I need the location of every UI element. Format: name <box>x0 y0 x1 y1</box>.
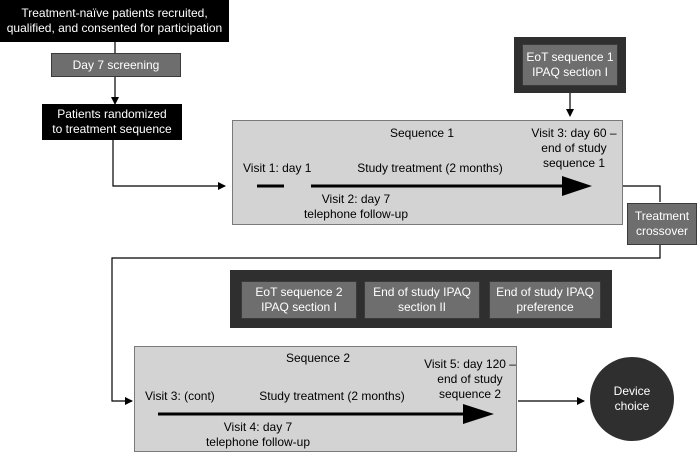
ipaq-preference-line-1: End of study IPAQ <box>496 285 594 299</box>
visit2-line-1: Visit 2: day 7 <box>321 192 391 206</box>
visit3-line-2: end of study <box>541 141 607 155</box>
screening-box: Day 7 screening <box>51 53 181 77</box>
sequence2-title: Sequence 2 <box>285 351 351 365</box>
randomization-line-1: Patients randomized <box>57 107 167 121</box>
device-choice-line-1: Device <box>613 384 651 398</box>
randomization-line-2: to treatment sequence <box>52 122 172 136</box>
crossover-line-2: crossover <box>635 224 688 238</box>
device-choice-line-2: choice <box>614 399 650 413</box>
ipaq-section2-line-2: section II <box>397 300 447 314</box>
visit5-line-1: Visit 5: day 120 – <box>424 357 516 371</box>
visit3-line-3: sequence 1 <box>542 156 606 170</box>
recruitment-line-2: qualified, and consented for participati… <box>6 21 223 35</box>
visit4-line-1: Visit 4: day 7 <box>223 420 293 434</box>
arrow-randomized-sequence1 <box>112 140 226 190</box>
ipaq-box-preference: End of study IPAQ preference <box>489 281 601 319</box>
ipaq-box-section2: End of study IPAQ section II <box>364 281 480 319</box>
visit5-line-2: end of study <box>437 372 503 386</box>
visit1-label: Visit 1: day 1 <box>243 161 312 175</box>
visit4-label: Visit 4: day 7 telephone follow-up <box>198 420 318 450</box>
randomization-box: Patients randomized to treatment sequenc… <box>42 104 182 140</box>
sequence2-treatment-label: Study treatment (2 months) <box>259 389 405 403</box>
ipaq-preference-line-2: preference <box>516 300 574 314</box>
connector-sequence1-crossover <box>622 185 661 202</box>
sequence1-treatment-arrowhead <box>562 176 592 196</box>
ipaq-eot2-line-2: IPAQ section I <box>261 300 337 314</box>
recruitment-line-1: Treatment-naïve patients recruited, <box>21 6 208 20</box>
visit3-label: Visit 3: day 60 – end of study sequence … <box>524 126 624 171</box>
ipaq-eot2-line-1: EoT sequence 2 <box>255 285 343 299</box>
crossover-box: Treatment crossover <box>627 203 697 245</box>
screening-label: Day 7 screening <box>72 57 160 72</box>
visit5-label: Visit 5: day 120 – end of study sequence… <box>420 357 520 402</box>
visit3-line-1: Visit 3: day 60 – <box>531 126 617 140</box>
visit3-cont-label: Visit 3: (cont) <box>145 389 215 403</box>
sequence1-title: Sequence 1 <box>389 126 455 140</box>
sequence1-panel <box>232 120 623 225</box>
crossover-line-1: Treatment <box>634 209 690 223</box>
recruitment-box: Treatment-naïve patients recruited, qual… <box>0 0 229 42</box>
sequence1-treatment-label: Study treatment (2 months) <box>357 161 503 175</box>
visit4-line-2: telephone follow-up <box>205 435 311 449</box>
ipaq-frame: EoT sequence 2 IPAQ section I End of stu… <box>230 270 612 328</box>
ipaq-section2-line-1: End of study IPAQ <box>373 285 471 299</box>
sequence2-treatment-arrowhead <box>463 404 494 424</box>
sequence2-panel <box>134 346 517 452</box>
device-choice-circle: Device choice <box>590 357 674 441</box>
visit2-label: Visit 2: day 7 telephone follow-up <box>296 192 416 222</box>
visit5-line-3: sequence 2 <box>438 387 502 401</box>
ipaq-box-eot2: EoT sequence 2 IPAQ section I <box>241 281 357 319</box>
visit2-line-2: telephone follow-up <box>303 207 409 221</box>
eot1-box: EoT sequence 1 IPAQ section I <box>522 44 618 86</box>
eot1-line-2: IPAQ section I <box>532 65 608 79</box>
eot1-frame: EoT sequence 1 IPAQ section I <box>514 37 626 93</box>
eot1-line-1: EoT sequence 1 <box>526 50 614 64</box>
arrow-crossover-sequence2 <box>111 244 661 405</box>
